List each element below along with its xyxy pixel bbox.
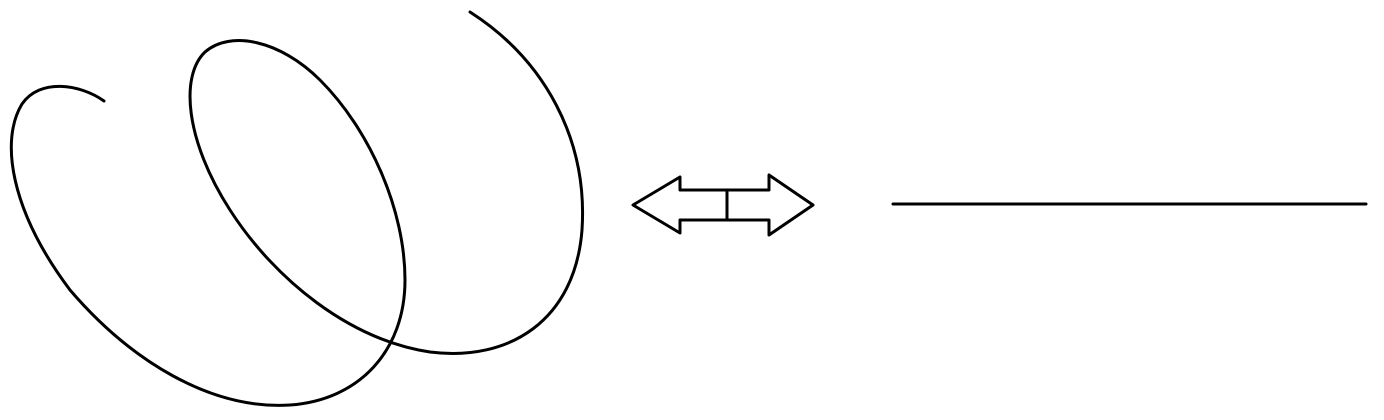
- helix-coil-stroke: [9, 10, 585, 407]
- helix-coil: [9, 10, 585, 407]
- arrow-right-head: [725, 173, 815, 237]
- arrow-left-head: [631, 175, 729, 235]
- bidirectional-arrow: [631, 173, 815, 237]
